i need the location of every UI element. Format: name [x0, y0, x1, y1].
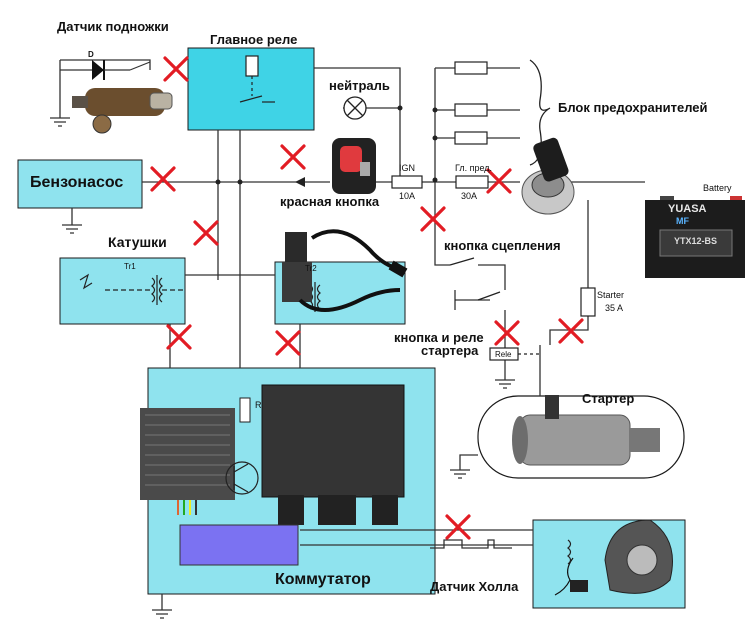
starter-button-label-2: стартера — [421, 343, 479, 358]
hall-sensor-label: Датчик Холла — [430, 579, 519, 594]
battery-model: YTX12-BS — [674, 236, 718, 246]
ign-fuse-amp: 10A — [399, 191, 416, 201]
coil-icon — [79, 273, 321, 312]
stand-sensor-label: Датчик подножки — [57, 19, 169, 34]
ignition-coil-photo — [282, 229, 408, 312]
battery-label: Battery — [703, 183, 732, 193]
tr2-label: Tr2 — [305, 264, 317, 273]
junction-dots — [215, 105, 438, 185]
lamp-icon — [343, 96, 367, 120]
main-fuse-amp: 30A — [461, 191, 478, 201]
commutator-display — [179, 524, 299, 566]
main-fuse-label: Гл. пред. — [455, 163, 493, 173]
wires — [59, 59, 645, 610]
diode-icon — [60, 60, 130, 80]
starter-button-label-1: кнопка и реле — [394, 330, 484, 345]
battery-icon — [645, 196, 745, 278]
red-button-label: красная кнопка — [280, 194, 380, 209]
stand-switch-icon — [129, 61, 151, 71]
starter-button-icon — [454, 290, 540, 361]
clutch-button-label: кнопка сцепления — [444, 238, 561, 253]
tr1-label: Tr1 — [124, 262, 136, 271]
stand-sensor-photo — [72, 88, 173, 134]
battery-brand: YUASA — [668, 203, 707, 215]
coils-label: Катушки — [108, 234, 167, 250]
rele-label: Rele — [495, 350, 512, 359]
red-button-icon — [332, 138, 376, 194]
resistor-label: R — [255, 400, 262, 410]
ign-fuse-label: IGN — [399, 163, 416, 173]
transistor-icon — [225, 461, 259, 495]
cross-mark-icon — [150, 56, 584, 540]
ignition-key-icon — [521, 137, 575, 215]
main-relay-coil-icon — [239, 55, 275, 103]
fuse-icon — [391, 61, 596, 317]
starter-fuse-amp: 35 A — [605, 303, 624, 313]
red-button-arrow — [295, 177, 305, 187]
clutch-switch-icon — [449, 257, 475, 266]
fuel-pump-label: Бензонасос — [30, 174, 124, 191]
fuel-pump-box — [17, 159, 143, 209]
resistor-icon — [239, 397, 251, 423]
main-relay-label: Главное реле — [210, 32, 298, 47]
coil-tr1-box — [59, 257, 186, 325]
starter-motor-icon — [512, 395, 660, 466]
fuse-block-label: Блок предохранителей — [558, 100, 708, 115]
diode-label: D — [88, 50, 94, 59]
battery-type: MF — [676, 216, 689, 226]
starter-label: Стартер — [582, 391, 635, 406]
neutral-label: нейтраль — [329, 78, 390, 93]
commutator-label: Коммутатор — [275, 571, 371, 588]
starter-fuse-label: Starter — [597, 290, 625, 300]
regulator-icon — [140, 408, 235, 515]
ground-icon — [50, 117, 515, 619]
cdi-unit-icon — [261, 384, 405, 525]
hall-sensor-icon — [554, 519, 673, 596]
